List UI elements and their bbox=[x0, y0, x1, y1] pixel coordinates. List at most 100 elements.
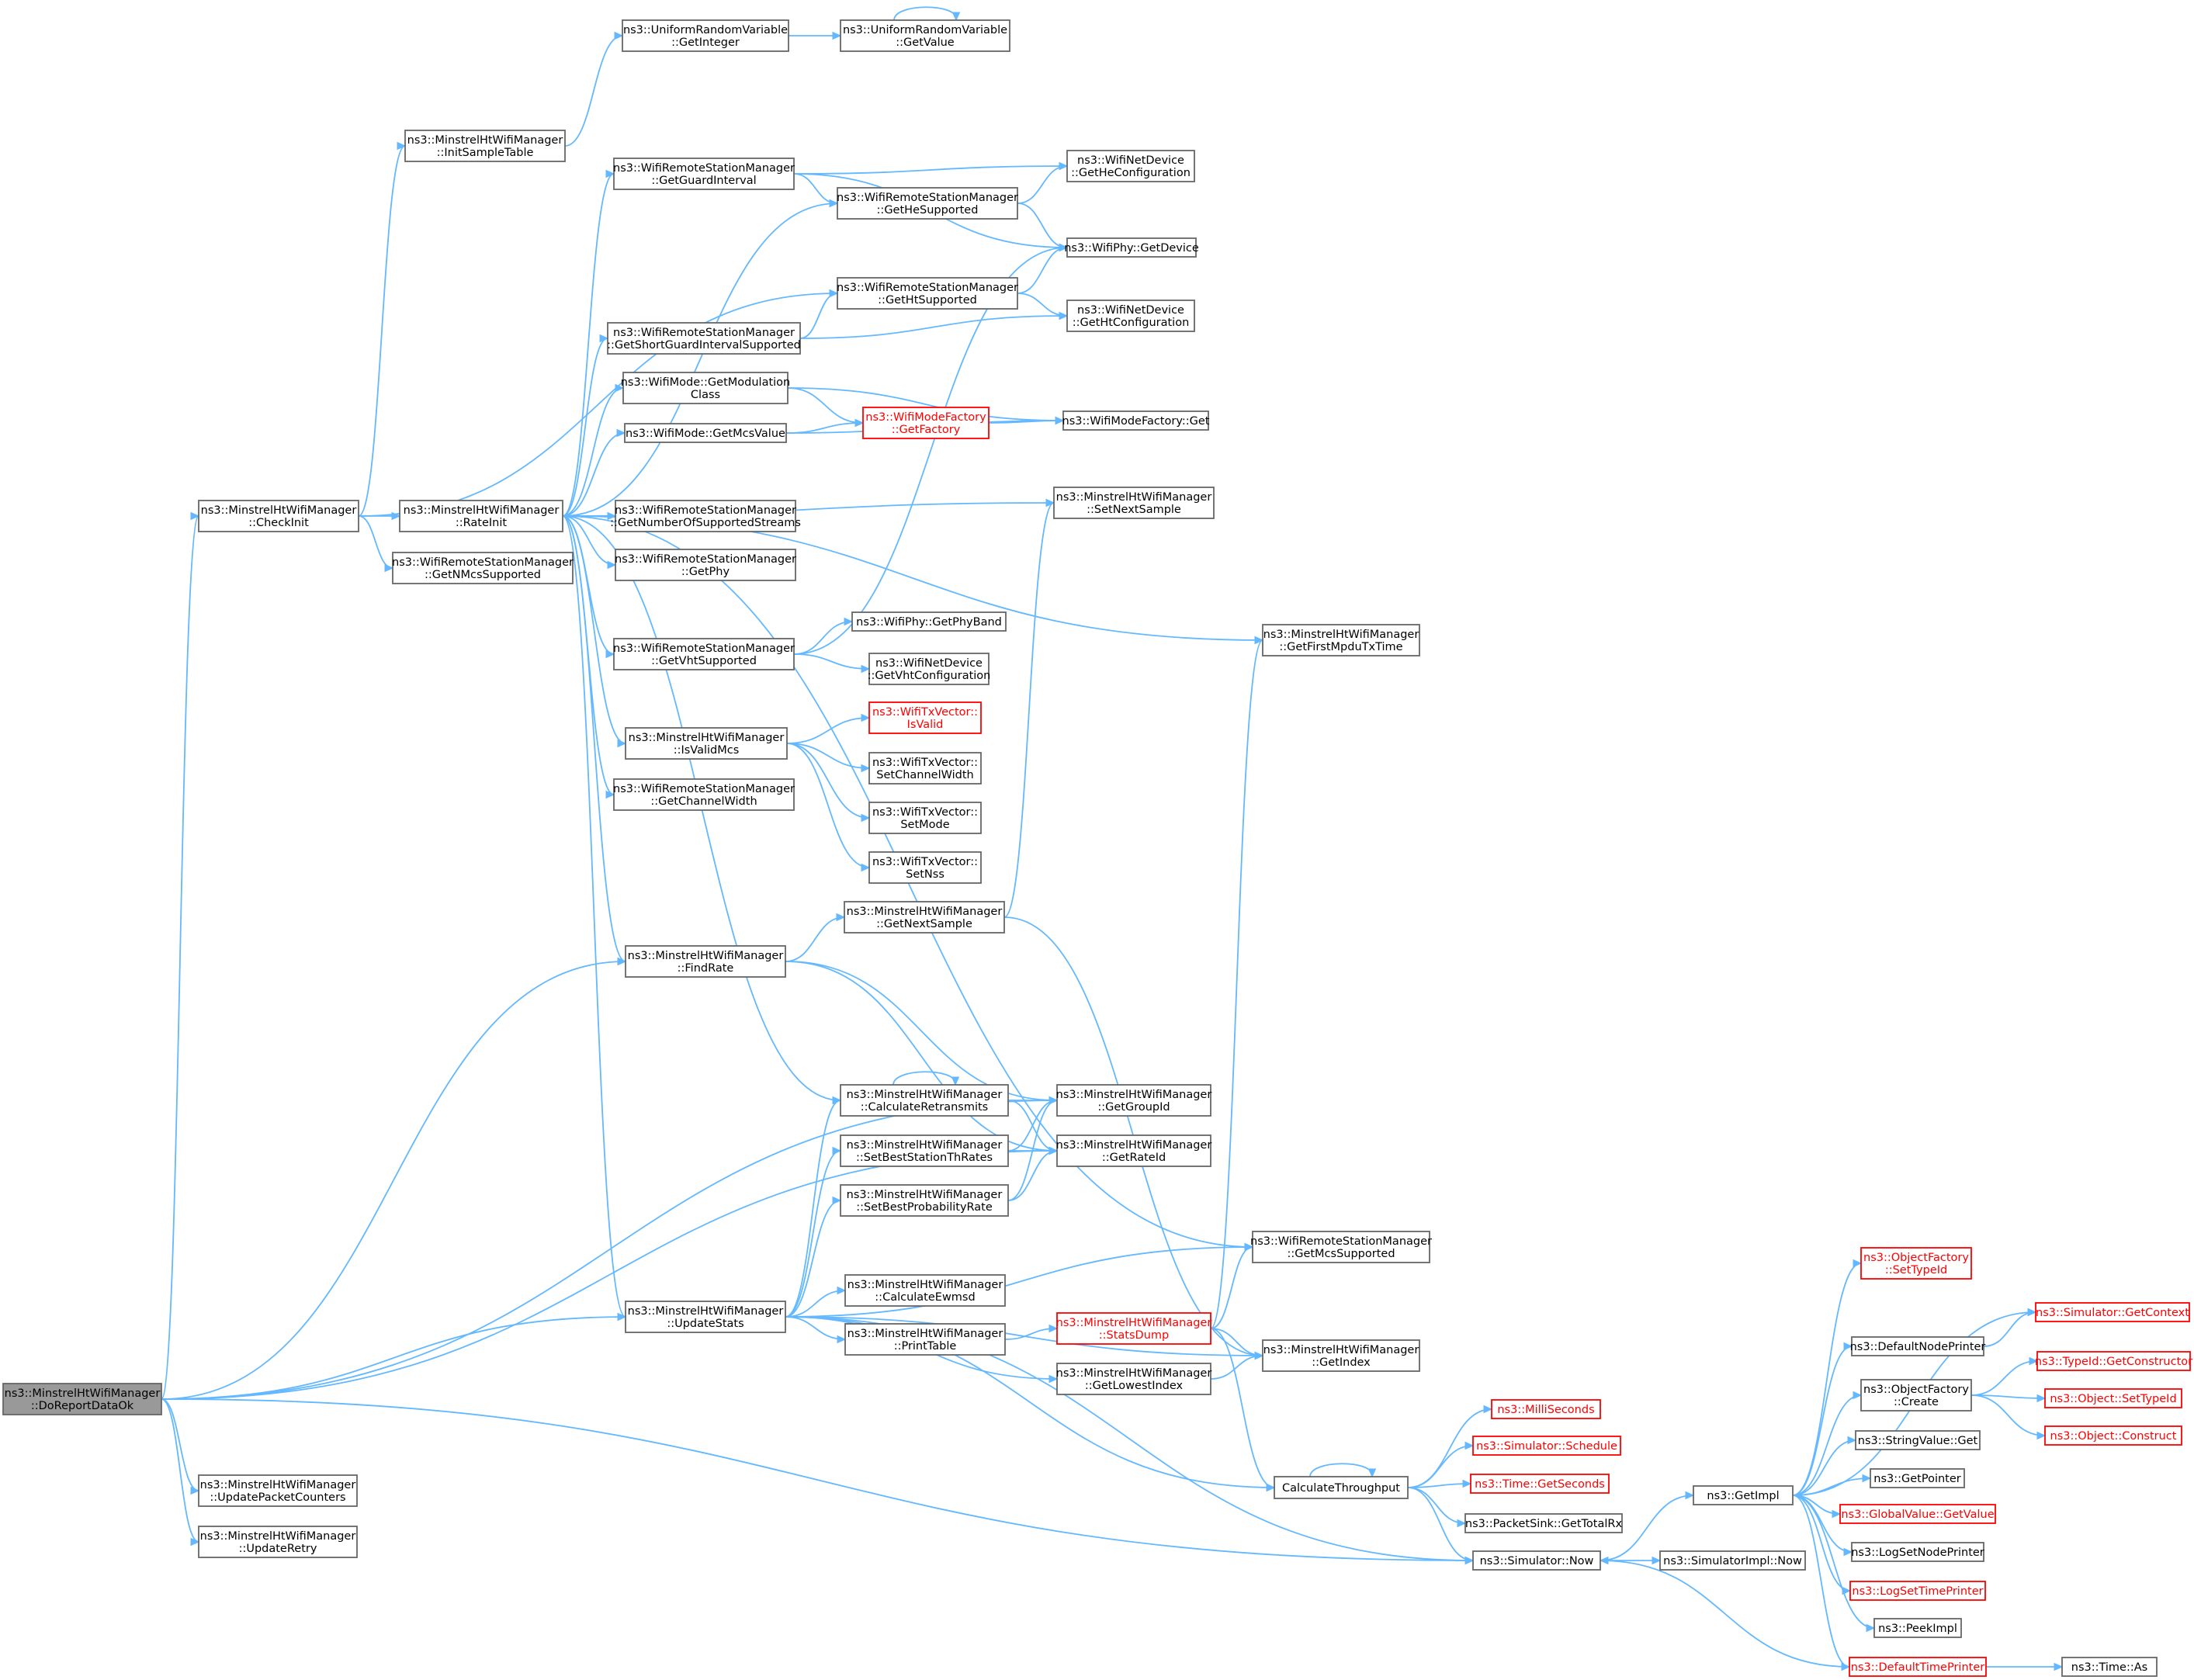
edge-rateinit-to-getguard bbox=[562, 169, 615, 517]
node-getvhtsup[interactable]: ns3::WifiRemoteStationManager::GetVhtSup… bbox=[613, 638, 795, 670]
node-isvalidmcs[interactable]: ns3::MinstrelHtWifiManager::IsValidMcs bbox=[625, 727, 788, 760]
node-getgroupid[interactable]: ns3::MinstrelHtWifiManager::GetGroupId bbox=[1056, 1084, 1212, 1117]
node-label: ::CalculateEwmsd bbox=[875, 1291, 975, 1304]
arrowhead bbox=[951, 1076, 960, 1086]
node-setnss[interactable]: ns3::WifiTxVector::SetNss bbox=[868, 851, 982, 884]
node-label: ::GetMcsSupported bbox=[1287, 1248, 1395, 1260]
node-gethtsup[interactable]: ns3::WifiRemoteStationManager::GetHtSupp… bbox=[837, 277, 1018, 310]
node-box bbox=[1693, 1485, 1794, 1505]
arrowhead bbox=[832, 31, 842, 40]
node-getfirstmpdu[interactable]: ns3::MinstrelHtWifiManager::GetFirstMpdu… bbox=[1262, 624, 1420, 656]
node-simimplnow[interactable]: ns3::SimulatorImpl::Now bbox=[1659, 1550, 1806, 1571]
node-box bbox=[1860, 1247, 1972, 1280]
node-calcthru[interactable]: CalculateThroughput bbox=[1274, 1476, 1409, 1499]
node-getlowest[interactable]: ns3::MinstrelHtWifiManager::GetLowestInd… bbox=[1056, 1363, 1212, 1395]
node-label: ::GetVhtConfiguration bbox=[868, 670, 991, 682]
node-ofcreate[interactable]: ns3::ObjectFactory::Create bbox=[1860, 1379, 1972, 1412]
node-getchwidth[interactable]: ns3::WifiRemoteStationManager::GetChanne… bbox=[613, 778, 795, 811]
node-getmcsvalue[interactable]: ns3::WifiMode::GetMcsValue bbox=[624, 423, 787, 443]
node-updatepkt[interactable]: ns3::MinstrelHtWifiManager::UpdatePacket… bbox=[198, 1474, 358, 1507]
node-getvhtconf[interactable]: ns3::WifiNetDevice::GetVhtConfiguration bbox=[868, 653, 991, 685]
node-checkinit[interactable]: ns3::MinstrelHtWifiManager::CheckInit bbox=[198, 500, 359, 532]
node-box bbox=[1053, 487, 1215, 519]
edge-line bbox=[562, 432, 626, 517]
node-gvgetvalue[interactable]: ns3::GlobalValue::GetValue bbox=[1839, 1504, 1996, 1524]
node-calcretx[interactable]: ns3::MinstrelHtWifiManager::CalculateRet… bbox=[840, 1084, 1009, 1117]
node-getphy[interactable]: ns3::WifiRemoteStationManager::GetPhy bbox=[615, 549, 796, 581]
node-factoryget[interactable]: ns3::WifiModeFactory::Get bbox=[1062, 410, 1210, 431]
edge-simnow-to-getimpl bbox=[1600, 1491, 1695, 1561]
edge-line bbox=[1792, 1439, 1856, 1496]
node-getctor[interactable]: ns3::TypeId::GetConstructor bbox=[2035, 1351, 2192, 1371]
node-setmode[interactable]: ns3::WifiTxVector::SetMode bbox=[868, 802, 982, 834]
node-getnumstreams[interactable]: ns3::WifiRemoteStationManager::GetNumber… bbox=[610, 500, 801, 532]
node-initsample[interactable]: ns3::MinstrelHtWifiManager::InitSampleTa… bbox=[404, 130, 566, 162]
node-gettotalrx[interactable]: ns3::PacketSink::GetTotalRx bbox=[1464, 1513, 1623, 1533]
node-doreport[interactable]: ns3::MinstrelHtWifiManager::DoReportData… bbox=[2, 1383, 162, 1415]
edge-statsdump-to-calcthru bbox=[1210, 1328, 1276, 1492]
node-updatestats[interactable]: ns3::MinstrelHtWifiManager::UpdateStats bbox=[625, 1301, 786, 1333]
node-getnmcs[interactable]: ns3::WifiRemoteStationManager::GetNMcsSu… bbox=[392, 552, 574, 584]
arrowhead bbox=[1254, 1351, 1264, 1360]
node-getnextsample[interactable]: ns3::MinstrelHtWifiManager::GetNextSampl… bbox=[844, 901, 1005, 934]
node-stringget[interactable]: ns3::StringValue::Get bbox=[1855, 1430, 1981, 1450]
node-updateretry[interactable]: ns3::MinstrelHtWifiManager::UpdateRetry bbox=[198, 1526, 358, 1558]
node-rateinit[interactable]: ns3::MinstrelHtWifiManager::RateInit bbox=[399, 500, 563, 532]
node-label: ns3::WifiMode::GetMcsValue bbox=[626, 428, 785, 440]
edge-getimpl-to-stringget bbox=[1792, 1436, 1857, 1496]
node-getfactory[interactable]: ns3::WifiModeFactory::GetFactory bbox=[862, 407, 990, 439]
node-schedule[interactable]: ns3::Simulator::Schedule bbox=[1472, 1436, 1621, 1456]
edge-line bbox=[1210, 639, 1263, 1329]
node-getshortgi[interactable]: ns3::WifiRemoteStationManager::GetShortG… bbox=[607, 322, 801, 355]
node-milliseconds[interactable]: ns3::MilliSeconds bbox=[1491, 1399, 1601, 1419]
edge-line bbox=[562, 173, 615, 517]
node-simnow[interactable]: ns3::Simulator::Now bbox=[1472, 1550, 1601, 1571]
node-objsettypeid[interactable]: ns3::Object::SetTypeId bbox=[2044, 1388, 2182, 1408]
node-isvalid[interactable]: ns3::WifiTxVector::IsValid bbox=[868, 701, 982, 734]
node-getseconds[interactable]: ns3::Time::GetSeconds bbox=[1470, 1474, 1610, 1494]
node-timeas[interactable]: ns3::Time::As bbox=[2061, 1657, 2158, 1677]
node-setbeststath[interactable]: ns3::MinstrelHtWifiManager::SetBestStati… bbox=[840, 1134, 1009, 1167]
node-setnextsample[interactable]: ns3::MinstrelHtWifiManager::SetNextSampl… bbox=[1053, 487, 1215, 519]
node-urv_getvalue[interactable]: ns3::UniformRandomVariable::GetValue bbox=[840, 19, 1010, 52]
node-printtable[interactable]: ns3::MinstrelHtWifiManager::PrintTable bbox=[844, 1323, 1006, 1356]
node-defnodeprinter[interactable]: ns3::DefaultNodePrinter bbox=[1850, 1336, 1986, 1356]
node-urv_getinteger[interactable]: ns3::UniformRandomVariable::GetInteger bbox=[622, 19, 789, 52]
node-getimpl[interactable]: ns3::GetImpl bbox=[1693, 1485, 1794, 1505]
node-getmcssup[interactable]: ns3::WifiRemoteStationManager::GetMcsSup… bbox=[1250, 1231, 1432, 1263]
node-statsdump[interactable]: ns3::MinstrelHtWifiManager::StatsDump bbox=[1056, 1312, 1212, 1345]
node-gethesup[interactable]: ns3::WifiRemoteStationManager::GetHeSupp… bbox=[837, 187, 1018, 220]
node-label: ns3::WifiNetDevice bbox=[875, 657, 983, 670]
node-label: ns3::WifiRemoteStationManager bbox=[613, 327, 795, 339]
node-peekimpl[interactable]: ns3::PeekImpl bbox=[1873, 1618, 1962, 1638]
node-deftimeprinter[interactable]: ns3::DefaultTimePrinter bbox=[1849, 1657, 1987, 1677]
node-getpointer[interactable]: ns3::GetPointer bbox=[1870, 1468, 1965, 1488]
edge-doreport-to-findrate bbox=[161, 957, 627, 1400]
node-getheconf[interactable]: ns3::WifiNetDevice::GetHeConfiguration bbox=[1066, 150, 1195, 182]
node-label: ns3::Object::SetTypeId bbox=[2050, 1393, 2176, 1405]
node-phygetdevice[interactable]: ns3::WifiPhy::GetDevice bbox=[1064, 237, 1199, 258]
node-getguard[interactable]: ns3::WifiRemoteStationManager::GetGuardI… bbox=[613, 158, 795, 190]
node-getrateid[interactable]: ns3::MinstrelHtWifiManager::GetRateId bbox=[1056, 1134, 1212, 1167]
node-getindex[interactable]: ns3::MinstrelHtWifiManager::GetIndex bbox=[1262, 1339, 1420, 1372]
node-label: ::SetTypeId bbox=[1885, 1264, 1947, 1276]
node-findrate[interactable]: ns3::MinstrelHtWifiManager::FindRate bbox=[625, 945, 786, 978]
node-objconstruct[interactable]: ns3::Object::Construct bbox=[2044, 1425, 2182, 1446]
node-label: ns3::WifiPhy::GetDevice bbox=[1064, 242, 1199, 255]
node-setbestprob[interactable]: ns3::MinstrelHtWifiManager::SetBestProba… bbox=[840, 1184, 1009, 1217]
node-setchwidth[interactable]: ns3::WifiTxVector::SetChannelWidth bbox=[868, 752, 982, 785]
node-logsettime[interactable]: ns3::LogSetTimePrinter bbox=[1849, 1581, 1986, 1601]
node-label: ns3::MinstrelHtWifiManager bbox=[404, 504, 560, 517]
node-getphyband[interactable]: ns3::WifiPhy::GetPhyBand bbox=[851, 611, 1007, 632]
node-box bbox=[1464, 1513, 1623, 1533]
node-getcontext[interactable]: ns3::Simulator::GetContext bbox=[2035, 1302, 2190, 1322]
node-gethtconf[interactable]: ns3::WifiNetDevice::GetHtConfiguration bbox=[1066, 300, 1195, 332]
node-label: ns3::MinstrelHtWifiManager bbox=[200, 1530, 356, 1543]
arrowhead bbox=[605, 649, 615, 659]
node-calcewmsd[interactable]: ns3::MinstrelHtWifiManager::CalculateEwm… bbox=[844, 1274, 1006, 1307]
node-settypeid_of[interactable]: ns3::ObjectFactory::SetTypeId bbox=[1860, 1247, 1972, 1280]
node-label: ns3::WifiRemoteStationManager bbox=[613, 162, 795, 175]
node-logsetnode[interactable]: ns3::LogSetNodePrinter bbox=[1851, 1542, 1984, 1562]
edge-getimpl-to-settypeid_of bbox=[1792, 1259, 1863, 1496]
